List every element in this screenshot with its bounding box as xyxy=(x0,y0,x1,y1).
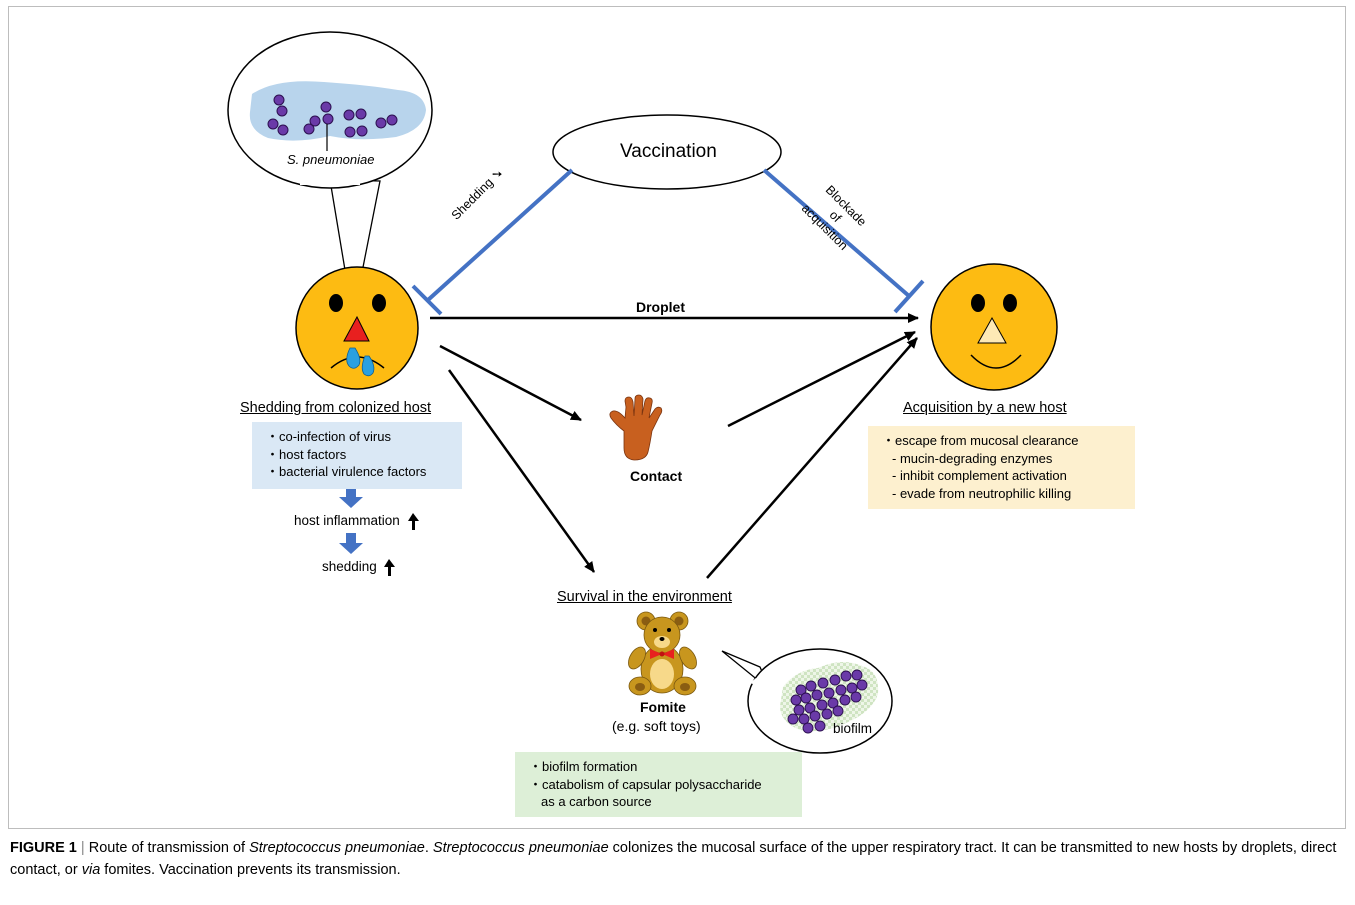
fomite-label: Fomite xyxy=(640,699,686,715)
caption-part-4: fomites. Vaccination prevents its transm… xyxy=(100,862,401,878)
shedding-host-heading: Shedding from colonized host xyxy=(240,400,432,416)
figure-frame xyxy=(8,6,1346,829)
shedding-factor-3: ・bacterial virulence factors xyxy=(266,464,427,479)
survival-heading: Survival in the environment xyxy=(557,589,732,605)
caption-species-2: Streptococcus pneumoniae xyxy=(432,840,609,856)
fomite-example: (e.g. soft toys) xyxy=(612,718,701,734)
left-eye xyxy=(971,294,985,312)
droplet-label: Droplet xyxy=(636,299,685,315)
right-eye xyxy=(1003,294,1017,312)
caption-part-2: . xyxy=(424,840,433,856)
caption-via: via xyxy=(81,862,101,878)
right-eye xyxy=(372,294,386,312)
biofilm-callout xyxy=(721,648,893,754)
host-to-environment-arrow xyxy=(447,369,596,573)
shedding-blocker xyxy=(411,168,574,316)
host-inflammation-label: host inflammation xyxy=(294,513,400,528)
host-to-contact-arrow xyxy=(439,344,582,422)
acquisition-factor-2: - mucin-degrading enzymes xyxy=(892,450,1053,466)
s-pneumoniae-label: S. pneumoniae xyxy=(287,152,375,167)
vaccination-node xyxy=(552,114,782,190)
environment-to-newhost-arrow xyxy=(706,337,918,579)
environment-factor-1: ・biofilm formation xyxy=(529,759,638,774)
colonized-host-face xyxy=(295,266,419,390)
contact-label: Contact xyxy=(630,468,683,484)
nasal-drip xyxy=(346,347,361,369)
transmission-diagram xyxy=(227,31,1058,754)
acquisition-factors-box: ・escape from mucosal clearance - mucin-d… xyxy=(868,426,1135,509)
acquisition-host-heading: Acquisition by a new host xyxy=(903,400,1067,416)
environment-factors-box: ・biofilm formation ・catabolism of capsul… xyxy=(515,752,802,817)
red-nose xyxy=(343,315,370,342)
acquisition-blocker xyxy=(762,168,925,314)
caption-separator: | xyxy=(80,840,85,856)
nose xyxy=(977,316,1007,344)
new-host-face xyxy=(930,263,1058,391)
acquisition-factor-3: - inhibit complement activation xyxy=(892,468,1067,483)
left-eye xyxy=(329,294,343,312)
blue-down-arrows xyxy=(339,487,363,554)
biofilm-label: biofilm xyxy=(833,721,873,736)
figure-caption: FIGURE 1 | Route of transmission of Stre… xyxy=(10,837,1345,881)
figure-label: FIGURE 1 xyxy=(10,840,77,856)
shedding-factor-2: ・host factors xyxy=(266,446,347,462)
up-arrows xyxy=(384,513,419,576)
environment-factor-3: as a carbon source xyxy=(541,794,652,809)
caption-part-1: Route of transmission of xyxy=(88,840,250,856)
shedding-factor-1: ・co-infection of virus xyxy=(266,429,391,444)
shedding-up-label: shedding xyxy=(322,559,377,574)
caption-part-3: colonizes the mucosal surface of the upp… xyxy=(10,840,1337,878)
environment-factor-2: ・catabolism of capsular polysaccharide xyxy=(529,776,762,792)
hand-icon xyxy=(609,394,663,461)
acquisition-factor-1: ・escape from mucosal clearance xyxy=(882,433,1079,448)
vaccination-label: Vaccination xyxy=(620,141,717,162)
smile xyxy=(970,354,1022,369)
contact-to-newhost-arrow xyxy=(727,330,916,428)
s-pneumoniae-callout xyxy=(227,31,433,319)
shedding-factors-box: ・co-infection of virus ・host factors ・ba… xyxy=(252,422,462,489)
teddy-bear-icon xyxy=(628,611,697,696)
acquisition-factor-4: - evade from neutrophilic killing xyxy=(892,485,1072,501)
caption-species: Streptococcus pneumoniae xyxy=(249,840,425,856)
